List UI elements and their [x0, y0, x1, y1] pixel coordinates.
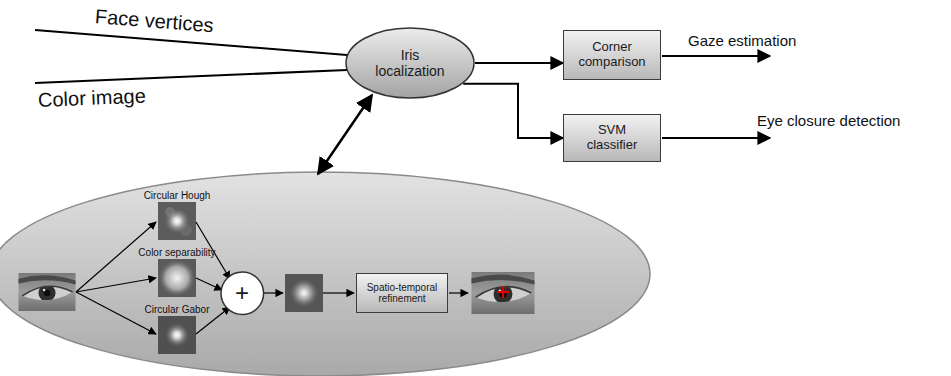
flow-arrows: [76, 222, 468, 334]
input-label: Face vertices: [94, 4, 214, 37]
eye-image: [472, 272, 535, 314]
image-caption: Color separability: [138, 247, 215, 259]
flow-arrow: [475, 62, 563, 64]
node-text: +: [229, 279, 255, 307]
node-text: Iris localization: [366, 47, 454, 79]
process-ellipse: Iris localization: [345, 27, 475, 99]
iris-cross: [497, 286, 509, 298]
input-label: Color image: [37, 83, 146, 111]
double-arrow: [318, 95, 372, 174]
image-caption: Circular Hough: [144, 190, 211, 202]
process-box: Corner comparison: [563, 30, 661, 80]
refinement-box: Spatio-temporal refinement: [356, 273, 448, 313]
output-arrow: [662, 55, 770, 57]
flow-arrow: [463, 84, 563, 138]
output-label: Gaze estimation: [688, 32, 796, 50]
node-outline-shape: [221, 272, 264, 315]
hough-image: [158, 202, 196, 240]
process-region: [0, 172, 650, 376]
node-text: Corner comparison: [571, 40, 653, 70]
eye-image: [19, 273, 76, 311]
classifier-box: SVM classifier: [563, 114, 661, 162]
image-caption: Circular Gabor: [144, 304, 209, 316]
separability-image: [158, 259, 196, 297]
gabor-image: [158, 316, 196, 354]
output-label: Eye closure detection: [757, 112, 900, 130]
sum-circle: +: [220, 271, 265, 316]
output-arrow: [662, 137, 770, 139]
node-text: SVM classifier: [571, 123, 653, 153]
input-line: [35, 70, 347, 83]
node-text: Spatio-temporal refinement: [364, 282, 440, 305]
combined-image: [285, 274, 323, 312]
node-outline-shape: [346, 28, 474, 98]
